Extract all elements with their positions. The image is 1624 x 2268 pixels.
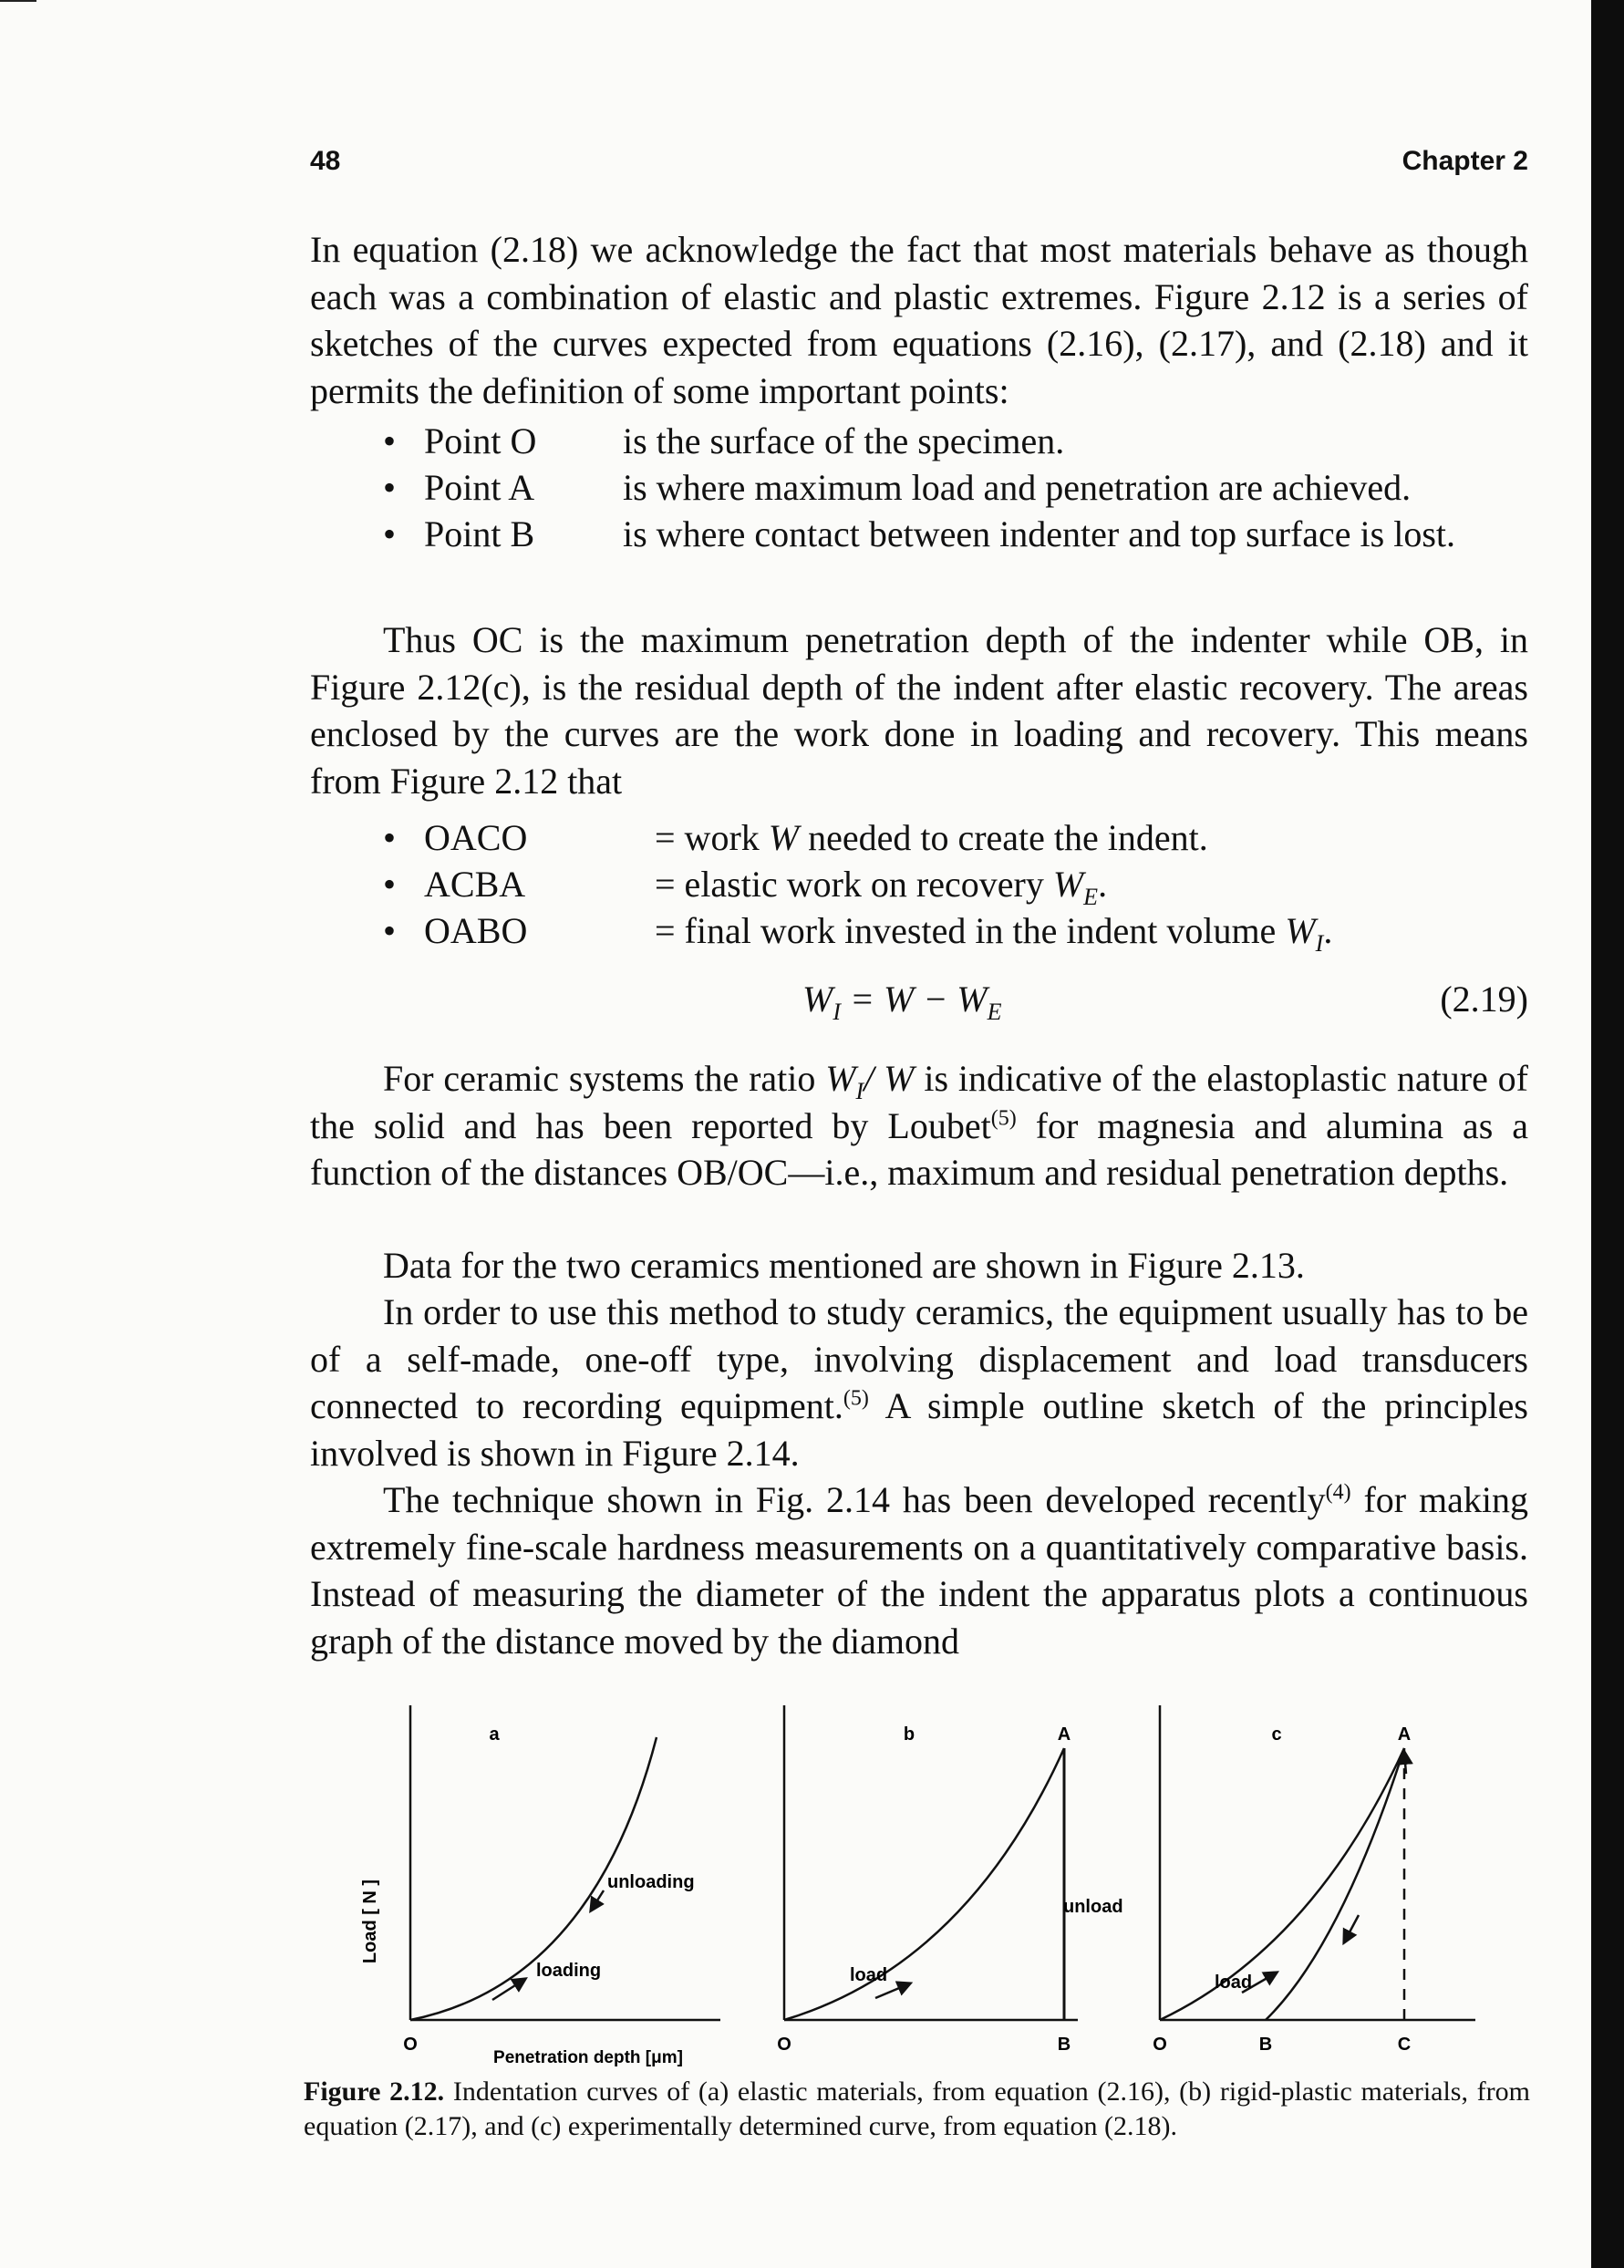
point-term: Point B — [424, 513, 535, 554]
bullet-icon: • — [383, 467, 397, 508]
work-term: OACO — [424, 817, 528, 858]
panel-a-label: a — [489, 1724, 500, 1745]
panel-c-label: c — [1271, 1724, 1281, 1745]
unloading-label: unloading — [607, 1872, 695, 1892]
equation-number: (2.19) — [1440, 979, 1528, 1020]
point-a-label: A — [1058, 1724, 1071, 1745]
figure-caption: Figure 2.12. Indentation curves of (a) e… — [304, 2075, 1530, 2144]
load-label: load — [850, 1965, 887, 1985]
point-c-label: C — [1398, 2035, 1411, 2055]
panel-b-label: b — [904, 1724, 915, 1745]
point-definition: is where contact between indenter and to… — [623, 513, 1456, 554]
y-axis-label: Load [ N ] — [360, 1880, 380, 1963]
paragraph-4: Data for the two ceramics mentioned are … — [383, 1245, 1305, 1286]
paragraph-3: For ceramic systems the ratio WI/ W is i… — [310, 1058, 1528, 1193]
caption-text: Indentation curves of (a) elastic materi… — [304, 2076, 1531, 2141]
unload-arrow-icon — [1342, 1914, 1360, 1946]
point-item: • Point B is where contact between inden… — [383, 511, 1532, 604]
unloading-arrow-icon — [589, 1890, 605, 1913]
work-definition: = final work invested in the indent volu… — [655, 910, 1333, 957]
x-axis-label: Penetration depth [μm] — [493, 2048, 683, 2067]
panel-c-origin-label: O — [1153, 2035, 1167, 2055]
page-number: 48 — [310, 146, 341, 176]
panel-c: c A load O B C — [1153, 1705, 1475, 2055]
panel-c-unload-curve — [1265, 1747, 1406, 2021]
loading-label: loading — [536, 1961, 601, 1981]
paragraph-5: In order to use this method to study cer… — [310, 1291, 1528, 1474]
paragraph-1: In equation (2.18) we acknowledge the fa… — [310, 229, 1528, 411]
load-label: load — [1215, 1973, 1252, 1993]
chapter-title: Chapter 2 — [1402, 146, 1528, 176]
point-b-label: B — [1058, 2035, 1071, 2055]
point-definition: is where maximum load and penetration ar… — [623, 467, 1412, 508]
load-arrow-icon — [874, 1981, 914, 2000]
point-term: Point A — [424, 467, 535, 508]
work-term: ACBA — [424, 864, 526, 905]
point-term: Point O — [424, 420, 537, 461]
panel-a: a unloading loading O — [403, 1705, 720, 2055]
panel-a-curve — [409, 1736, 658, 2022]
paragraph-2: Thus OC is the maximum penetration depth… — [310, 619, 1528, 802]
point-definition: is the surface of the specimen. — [623, 420, 1065, 461]
figure-2-12: Load [ N ] a unloading loading O Penetra… — [360, 1705, 1475, 2067]
panel-b-origin-label: O — [777, 2035, 791, 2055]
point-b-label: B — [1259, 2035, 1272, 2055]
work-term: OABO — [424, 910, 528, 951]
paragraph-6: The technique shown in Fig. 2.14 has bee… — [310, 1479, 1528, 1662]
bullet-icon: • — [383, 513, 397, 554]
loading-arrow-icon — [491, 1977, 528, 2002]
point-a-label: A — [1398, 1724, 1411, 1745]
panel-b-load-curve — [783, 1747, 1066, 2022]
unload-label: unload — [1063, 1897, 1123, 1917]
bullet-icon: • — [383, 817, 397, 858]
load-arrow-icon — [1241, 1971, 1280, 1994]
bullet-icon: • — [383, 910, 397, 951]
panel-a-origin-label: O — [403, 2035, 418, 2055]
work-definition: = work W needed to create the indent. — [655, 817, 1208, 858]
panel-c-load-curve — [1159, 1747, 1406, 2022]
scan-edge-bar — [1591, 0, 1624, 2268]
scan-corner-mark — [0, 0, 36, 2]
bullet-icon: • — [383, 420, 397, 461]
top-arrow-icon — [1397, 1748, 1413, 1775]
work-definition: = elastic work on recovery WE. — [655, 864, 1108, 910]
caption-label: Figure 2.12. — [304, 2076, 445, 2107]
equation-2-19: WI = W − WE — [802, 979, 1002, 1025]
panel-b: b A load unload O B — [777, 1705, 1123, 2055]
bullet-icon: • — [383, 864, 397, 905]
